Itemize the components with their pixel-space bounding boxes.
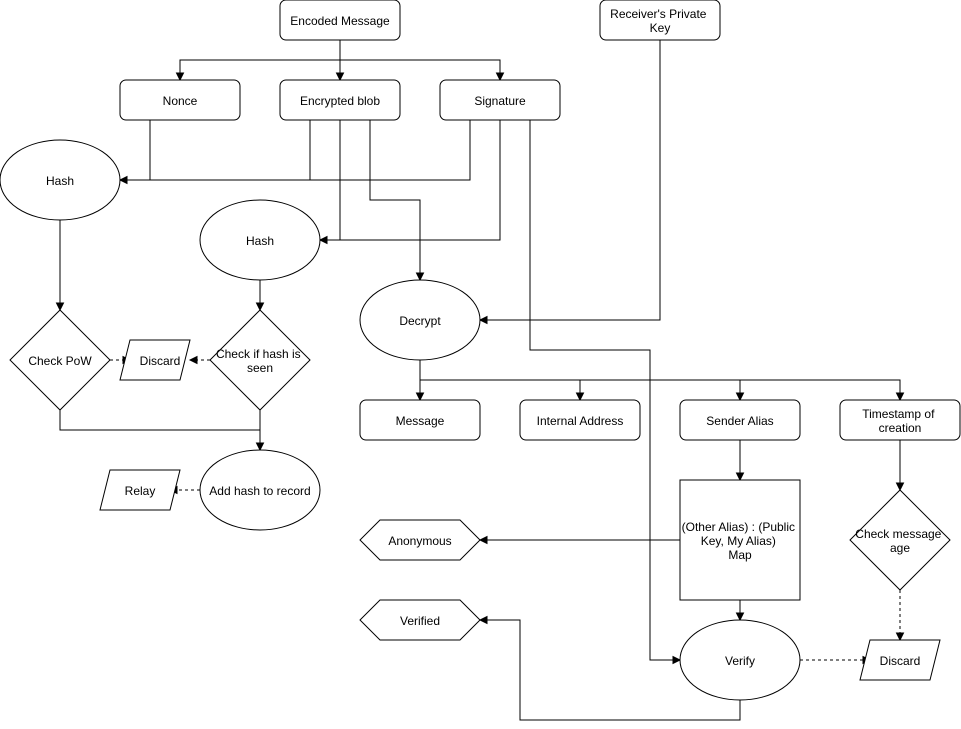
node-encoded-message[interactable]: Encoded Message xyxy=(279,0,401,41)
node-label: Discard xyxy=(140,354,181,368)
edge-decrypt-to-timestamp xyxy=(740,379,901,394)
node-label: Anonymous xyxy=(388,534,451,548)
node-hash-pow[interactable]: Hash xyxy=(0,139,121,221)
node-nonce[interactable]: Nonce xyxy=(119,79,241,121)
arrowhead xyxy=(55,302,65,312)
arrowhead xyxy=(175,72,185,82)
node-discard-age[interactable]: Discard xyxy=(859,639,941,681)
edge-check-pow-to-record xyxy=(59,410,260,431)
arrowhead xyxy=(478,615,488,625)
edges xyxy=(59,40,901,721)
node-label: Verified xyxy=(400,614,440,628)
arrowhead xyxy=(118,175,128,185)
arrowhead xyxy=(478,535,488,545)
node-anonymous[interactable]: Anonymous xyxy=(359,519,481,561)
arrowhead xyxy=(895,392,905,402)
edge-verify-to-verified xyxy=(486,619,741,721)
node-message[interactable]: Message xyxy=(359,399,481,441)
edge-decrypt-to-alias xyxy=(580,379,741,394)
node-sender-alias[interactable]: Sender Alias xyxy=(679,399,801,441)
arrowhead xyxy=(478,315,488,325)
node-verified[interactable]: Verified xyxy=(359,599,481,641)
node-check-message-age[interactable]: Check message age xyxy=(849,489,951,591)
edge-decrypt-to-internal xyxy=(420,379,581,394)
node-label: Hash xyxy=(246,234,274,248)
node-hash-seen[interactable]: Hash xyxy=(199,199,321,281)
node-label: Decrypt xyxy=(399,314,441,328)
node-label: (Other Alias) : (Public Key, My Alias) M… xyxy=(682,520,799,562)
arrowhead xyxy=(188,355,198,365)
edge-encrypted-to-decrypt xyxy=(369,120,421,274)
arrowhead xyxy=(318,235,328,245)
edge-encrypted-to-hash xyxy=(150,120,311,181)
node-label: Message xyxy=(396,414,445,428)
node-check-hash-seen[interactable]: Check if hash is seen xyxy=(209,309,311,411)
node-label: Encoded Message xyxy=(290,14,390,28)
arrowhead xyxy=(575,392,585,402)
arrowhead xyxy=(735,612,745,622)
node-verify[interactable]: Verify xyxy=(679,619,801,701)
nodes: Encoded Message Receiver's Private Key N… xyxy=(0,0,961,701)
arrowhead xyxy=(735,472,745,482)
node-label: Verify xyxy=(725,654,755,668)
node-timestamp[interactable]: Timestamp of creation xyxy=(839,399,961,441)
node-label: Check PoW xyxy=(28,354,92,368)
node-alias-map[interactable]: (Other Alias) : (Public Key, My Alias) M… xyxy=(679,479,801,601)
node-label: Signature xyxy=(474,94,526,108)
node-label: Sender Alias xyxy=(706,414,773,428)
node-label: Check message age xyxy=(855,527,944,555)
node-label: Check if hash is seen xyxy=(216,347,304,375)
arrowhead xyxy=(415,392,425,402)
arrowhead xyxy=(255,302,265,312)
node-signature[interactable]: Signature xyxy=(439,79,561,121)
node-discard-pow[interactable]: Discard xyxy=(119,339,191,381)
edge-signature-to-hash-seen xyxy=(340,120,501,241)
node-label: Discard xyxy=(880,654,921,668)
node-label: Encrypted blob xyxy=(300,94,380,108)
node-encrypted-blob[interactable]: Encrypted blob xyxy=(279,79,401,121)
arrowhead xyxy=(335,72,345,82)
edge-encoded-to-nonce xyxy=(179,40,341,74)
node-label: Hash xyxy=(46,174,74,188)
node-check-pow[interactable]: Check PoW xyxy=(9,309,111,411)
node-label: Nonce xyxy=(163,94,198,108)
arrowhead xyxy=(415,272,425,282)
node-relay[interactable]: Relay xyxy=(99,469,181,511)
node-internal-address[interactable]: Internal Address xyxy=(519,399,641,441)
node-label: Internal Address xyxy=(537,414,624,428)
node-receiver-private-key[interactable]: Receiver's Private Key xyxy=(599,0,721,41)
node-decrypt[interactable]: Decrypt xyxy=(359,279,481,361)
node-label: Timestamp of creation xyxy=(862,407,938,435)
arrowhead xyxy=(495,72,505,82)
edge-signature-to-hash xyxy=(310,120,471,181)
edge-encoded-to-signature xyxy=(340,59,501,74)
arrowhead xyxy=(672,655,682,665)
edge-key-to-decrypt xyxy=(486,40,661,321)
node-label: Relay xyxy=(125,484,156,498)
edge-signature-to-verify xyxy=(529,120,674,661)
edge-nonce-to-hash xyxy=(126,120,151,181)
node-label: Add hash to record xyxy=(209,484,310,498)
arrowhead xyxy=(895,482,905,492)
node-add-hash-record[interactable]: Add hash to record xyxy=(199,449,321,531)
node-label: Receiver's Private Key xyxy=(610,7,710,35)
arrowhead xyxy=(735,392,745,402)
arrowhead xyxy=(255,442,265,452)
arrowhead xyxy=(895,632,905,642)
